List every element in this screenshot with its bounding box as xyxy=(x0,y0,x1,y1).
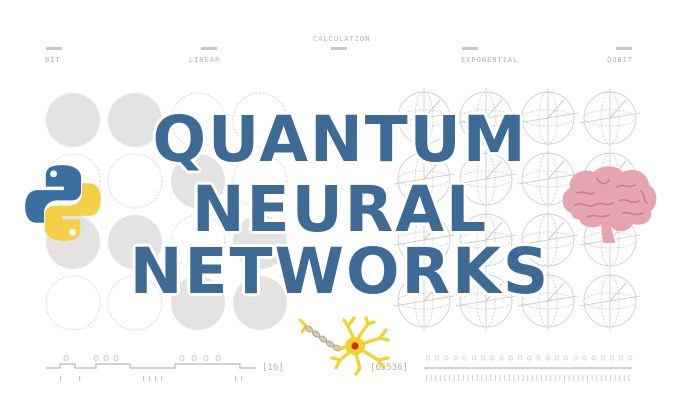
bloch-sphere xyxy=(579,271,641,331)
title-line-3: NETWORKS xyxy=(129,235,551,308)
bloch-sphere xyxy=(517,210,579,270)
bit-label: BIT xyxy=(45,56,61,64)
linear-tick xyxy=(201,47,217,50)
bit-circle xyxy=(233,276,287,330)
bloch-sphere xyxy=(455,210,517,270)
bit-count-label: [16] xyxy=(262,363,284,373)
bloch-sphere xyxy=(579,88,641,148)
bit-circle xyxy=(108,93,162,147)
title-line-2: NEURAL xyxy=(191,173,489,246)
bit-circle xyxy=(170,214,226,270)
bit-circle xyxy=(232,153,288,209)
bit-circle xyxy=(45,275,101,331)
bit-circle xyxy=(232,92,288,148)
bloch-sphere xyxy=(393,271,455,331)
bloch-sphere xyxy=(455,271,517,331)
bit-circle xyxy=(171,154,225,208)
bit-circle xyxy=(233,215,287,269)
bit-circle xyxy=(107,153,163,209)
brain-icon xyxy=(562,166,657,243)
qubit-count-label: [65536] xyxy=(370,363,408,373)
bit-circle xyxy=(46,93,100,147)
bit-circle xyxy=(107,275,163,331)
bloch-sphere xyxy=(455,88,517,148)
calculation-tick xyxy=(331,47,347,50)
qubit-tick xyxy=(616,47,632,50)
bloch-sphere xyxy=(455,149,517,209)
bloch-sphere xyxy=(393,88,455,148)
neuron-icon xyxy=(298,316,390,376)
bloch-sphere xyxy=(517,149,579,209)
python-logo-icon xyxy=(25,165,101,241)
qubit-label: QUBIT xyxy=(607,56,634,64)
bit-circle xyxy=(170,92,226,148)
title-line-1: QUANTUM xyxy=(152,103,528,176)
bloch-sphere xyxy=(517,88,579,148)
exponential-label: EXPONENTIAL xyxy=(461,56,519,64)
exponential-tick xyxy=(462,47,478,50)
bloch-sphere xyxy=(393,210,455,270)
linear-label: LINEAR xyxy=(189,56,221,64)
bloch-sphere xyxy=(517,271,579,331)
bloch-sphere xyxy=(393,149,455,209)
bit-tick xyxy=(46,47,62,50)
calculation-label: CALCULATION xyxy=(313,35,371,43)
bit-circle xyxy=(108,215,162,269)
bit-circle xyxy=(171,276,225,330)
